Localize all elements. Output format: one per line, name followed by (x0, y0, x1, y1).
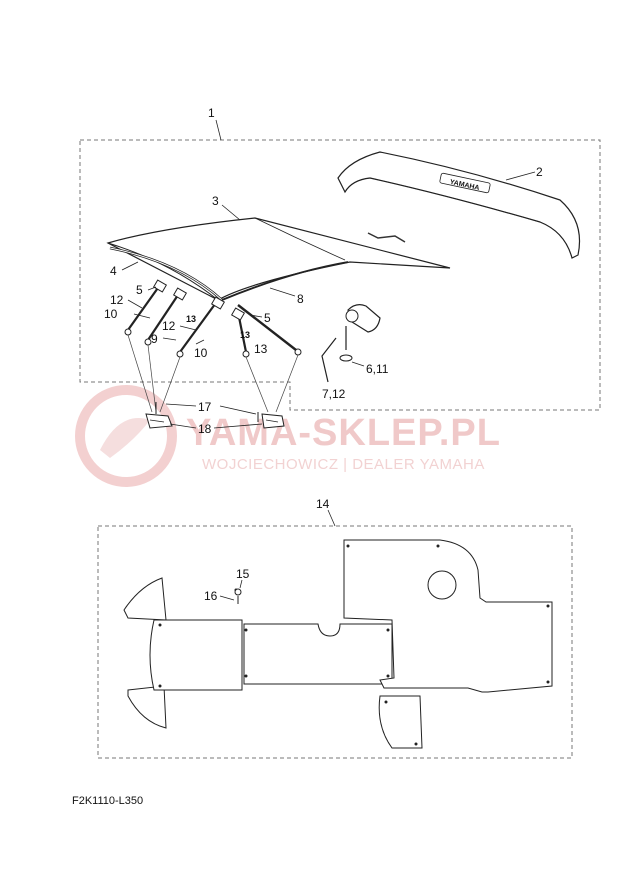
callout-7: 7,12 (322, 387, 346, 401)
leader-17 (165, 403, 197, 407)
leader-9 (162, 337, 177, 341)
assembly-14-boundary (97, 525, 573, 759)
callout-8: 8 (297, 292, 304, 306)
mat-center-main (243, 623, 393, 685)
mount-fittings (124, 328, 302, 358)
leader-10a (133, 313, 151, 319)
leader-16 (219, 595, 235, 601)
callout-4: 4 (110, 264, 117, 278)
mat-center-front (149, 619, 243, 691)
mat-holes (158, 544, 550, 746)
mat-rear (343, 539, 553, 693)
part-2-top-cover: YAMAHA (337, 151, 581, 259)
callout-10b: 10 (194, 346, 208, 360)
leader-4 (121, 261, 139, 271)
leader-2 (505, 171, 536, 181)
callout-9: 9 (151, 332, 158, 346)
assembly-1-boundary (79, 139, 601, 411)
part-8-strap (221, 261, 349, 351)
leader-10b (195, 339, 205, 345)
part-7-hook (321, 337, 337, 383)
part-5-clamps (152, 279, 246, 321)
watermark-title: YAMA-SKLEP.PL (186, 412, 501, 454)
leader-12a (127, 299, 143, 309)
part-18-deck-mount-left (145, 413, 173, 429)
callout-17: 17 (198, 400, 212, 414)
callout-15: 15 (236, 567, 250, 581)
leader-5a (147, 286, 157, 291)
leader-3 (221, 204, 241, 221)
callout-13a: 13 (186, 314, 196, 324)
callout-5b: 5 (264, 311, 271, 325)
callout-5a: 5 (136, 283, 143, 297)
yamaha-logo-plate (439, 172, 491, 194)
part-17-screws (155, 402, 259, 422)
callout-3: 3 (212, 194, 219, 208)
callout-13c: 13 (240, 330, 250, 340)
leader-1 (215, 119, 222, 141)
watermark-logo (75, 385, 177, 487)
callout-1: 1 (208, 106, 215, 120)
mat-rear-hole (427, 570, 457, 600)
mount-leaders (127, 334, 299, 413)
part-18-deck-mount-right (261, 413, 285, 429)
callout-16: 16 (204, 589, 218, 603)
leader-15 (239, 579, 243, 589)
leader-14 (327, 509, 336, 527)
watermark-subtitle: WOJCIECHOWICZ | DEALER YAMAHA (202, 456, 485, 473)
mat-step (378, 695, 423, 749)
watermark: YAMA-SKLEP.PL WOJCIECHOWICZ | DEALER YAM… (75, 385, 501, 487)
leader-6 (351, 361, 365, 367)
callout-2: 2 (536, 165, 543, 179)
leader-18 (169, 423, 197, 429)
watermark-logo-mark (100, 418, 150, 458)
leader-12b (179, 325, 197, 331)
mat-bow-right (127, 685, 167, 729)
callout-18: 18 (198, 422, 212, 436)
part-6-buckle (339, 304, 381, 362)
leader-18b (213, 423, 263, 429)
part-15-16-fasteners (234, 588, 242, 604)
mat-bow-left (123, 577, 167, 621)
callout-12a: 12 (110, 293, 124, 307)
mat-panels (123, 539, 553, 749)
callout-10a: 10 (104, 307, 118, 321)
leader-17b (219, 405, 257, 415)
leader-5b (249, 314, 263, 318)
callout-12b: 12 (162, 319, 176, 333)
callout-6: 6,11 (366, 362, 389, 376)
callout-14: 14 (316, 497, 330, 511)
callout-13b: 13 (254, 342, 268, 356)
part-4-front-bow (109, 246, 223, 301)
diagram-code: F2K1110-L350 (72, 795, 144, 807)
leader-8 (269, 287, 296, 297)
